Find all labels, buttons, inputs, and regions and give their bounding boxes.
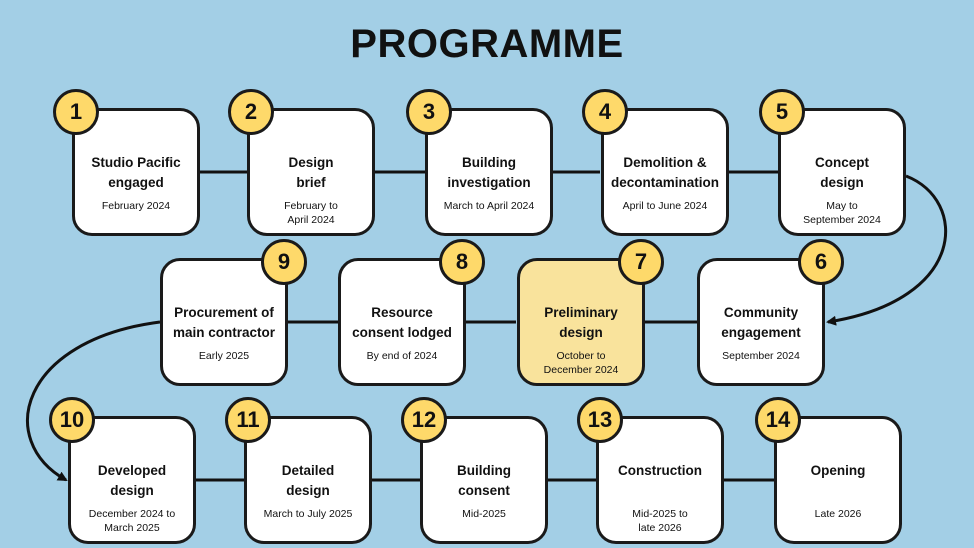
step-number-badge: 10 [49,397,95,443]
step-number-badge: 9 [261,239,307,285]
connector-arrow-9-to-10 [26,320,161,482]
step-date: March to April 2024 [443,200,535,212]
connector-arrow-5-to-6 [826,174,948,326]
step-label: Construction [618,463,702,478]
step-number-badge: 8 [439,239,485,285]
step-date: February 2024 [101,200,171,212]
step-number-badge: 6 [798,239,844,285]
step-label: Opening [810,463,866,478]
step-number-badge: 1 [53,89,99,135]
step-label: Demolition &decontamination [610,155,719,190]
step-number-badge: 14 [755,397,801,443]
step-date: Late 2026 [814,508,862,520]
page-title: PROGRAMME [350,22,624,66]
step-date: September 2024 [722,350,800,362]
step-number-badge: 3 [406,89,452,135]
step-number-badge: 13 [577,397,623,443]
step-number-badge: 5 [759,89,805,135]
step-number-badge: 4 [582,89,628,135]
step-date: By end of 2024 [366,350,438,362]
step-date: Early 2025 [198,350,250,362]
step-number-badge: 2 [228,89,274,135]
step-number-badge: 12 [401,397,447,443]
step-number-badge: 7 [618,239,664,285]
step-date: April to June 2024 [622,200,708,212]
step-date: Mid-2025 [462,508,506,520]
step-number-badge: 11 [225,397,271,443]
step-date: March to July 2025 [263,508,353,520]
